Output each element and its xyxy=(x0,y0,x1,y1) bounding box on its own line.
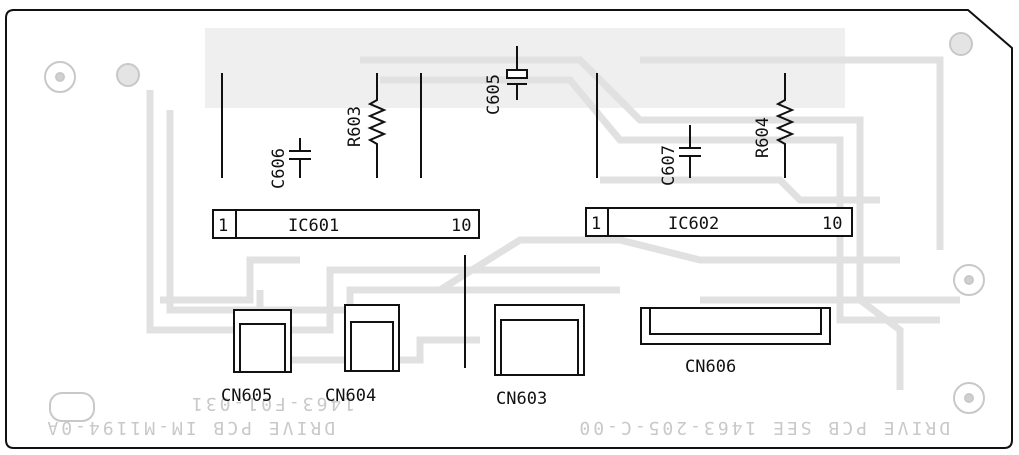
label-cn606: CN606 xyxy=(685,357,736,377)
ic602-label: IC602 xyxy=(668,214,719,234)
background-traces xyxy=(146,28,960,390)
ic601-pin-1: 1 xyxy=(218,216,228,236)
silkscreen-text-2: DRIVE PCB IM-M1194-0A xyxy=(44,417,335,438)
label-c607: C607 xyxy=(659,145,679,186)
capacitor-c606 xyxy=(289,138,311,178)
connector-cn606 xyxy=(640,307,831,345)
background-pads xyxy=(44,32,985,422)
resistor-r603 xyxy=(367,73,387,178)
ic601-pin-10: 10 xyxy=(451,216,471,236)
silkscreen-text-3: DRIVE PCB SEE 1463-205-C-00 xyxy=(576,417,950,438)
lead-lines xyxy=(221,73,598,368)
label-cn605: CN605 xyxy=(221,386,272,406)
capacitor-c605 xyxy=(506,46,528,100)
ic602-pin-1: 1 xyxy=(591,214,601,234)
label-c605: C605 xyxy=(484,74,504,115)
silkscreen-text-1: 1463-F01-031 xyxy=(189,393,355,414)
ic602-pin-10: 10 xyxy=(822,214,842,234)
label-c606: C606 xyxy=(269,148,289,189)
connector-cn604 xyxy=(344,304,400,372)
connector-cn605 xyxy=(233,309,292,373)
connector-cn603 xyxy=(494,304,585,376)
capacitor-c607 xyxy=(679,125,701,178)
label-r604: R604 xyxy=(753,117,773,158)
ic601-label: IC601 xyxy=(288,216,339,236)
label-r603: R603 xyxy=(345,106,365,147)
label-cn604: CN604 xyxy=(325,386,376,406)
resistor-r604 xyxy=(775,73,795,178)
ic601-outline xyxy=(212,209,480,239)
ic602-outline xyxy=(585,207,853,237)
label-cn603: CN603 xyxy=(496,389,547,409)
